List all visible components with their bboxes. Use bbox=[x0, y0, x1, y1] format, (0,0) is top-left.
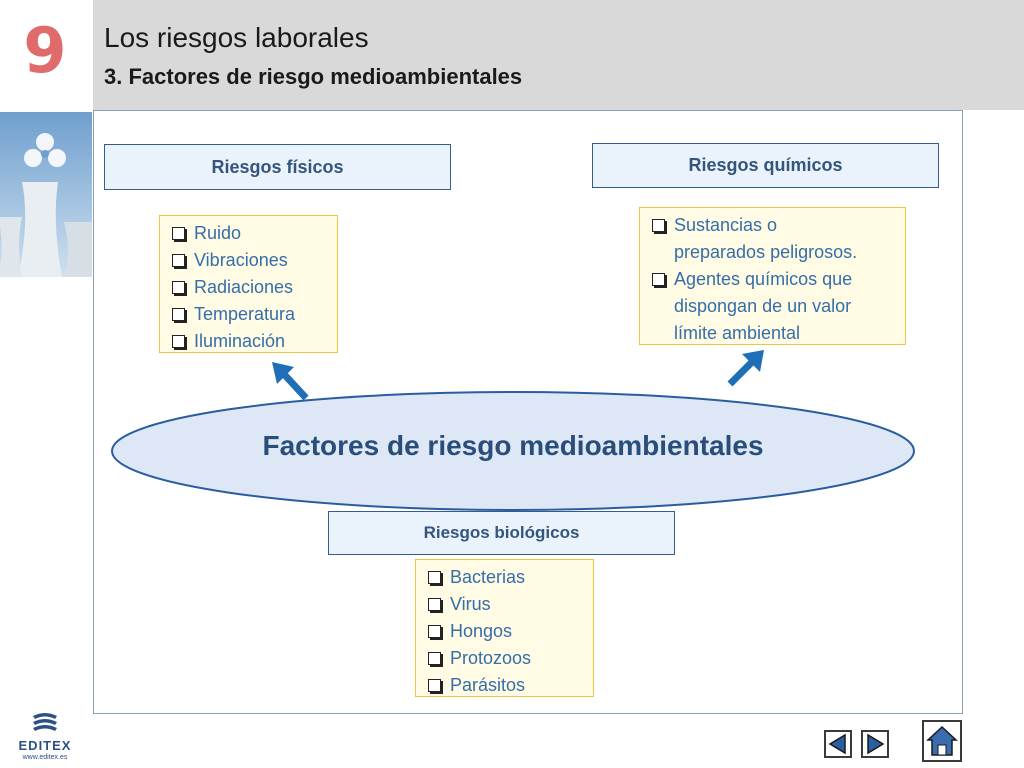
list-riesgos-quimicos: Sustancias o preparados peligrosos. Agen… bbox=[639, 207, 906, 345]
arrow-up-left-icon bbox=[272, 362, 309, 401]
list-item: Protozoos bbox=[428, 645, 587, 672]
logo-text: EDITEX bbox=[18, 738, 72, 753]
list-item: Temperatura bbox=[172, 301, 331, 328]
category-riesgos-fisicos: Riesgos físicos bbox=[104, 144, 451, 190]
central-ellipse bbox=[111, 391, 915, 511]
previous-slide-button[interactable] bbox=[824, 730, 852, 758]
checkbox-bullet-icon bbox=[428, 679, 441, 692]
chapter-badge: 9 bbox=[0, 0, 93, 110]
house-icon bbox=[926, 725, 958, 756]
triangle-left-icon bbox=[828, 733, 846, 755]
checkbox-bullet-icon bbox=[428, 571, 441, 584]
home-button[interactable] bbox=[922, 720, 962, 762]
list-riesgos-biologicos: Bacterias Virus Hongos Protozoos Parásit… bbox=[415, 559, 594, 697]
checkbox-bullet-icon bbox=[172, 254, 185, 267]
list-item: Sustancias o bbox=[652, 212, 899, 239]
next-slide-button[interactable] bbox=[861, 730, 889, 758]
arrow-up-right-icon bbox=[727, 350, 764, 387]
checkbox-bullet-icon bbox=[172, 227, 185, 240]
slide-title: Los riesgos laborales bbox=[104, 22, 369, 53]
list-item-continuation: dispongan de un valor bbox=[674, 296, 852, 316]
category-riesgos-quimicos: Riesgos químicos bbox=[592, 143, 939, 188]
chapter-number: 9 bbox=[23, 14, 67, 87]
list-item-continuation: límite ambiental bbox=[674, 323, 801, 343]
slide-header bbox=[0, 0, 1024, 110]
cooling-towers-image bbox=[0, 112, 92, 277]
list-item: Vibraciones bbox=[172, 247, 331, 274]
checkbox-bullet-icon bbox=[172, 308, 185, 321]
list-item: Bacterias bbox=[428, 564, 587, 591]
logo-url: www.editex.es bbox=[22, 754, 68, 761]
central-topic-label: Factores de riesgo medioambientales bbox=[262, 430, 764, 461]
list-item: Hongos bbox=[428, 618, 587, 645]
list-item: Agentes químicos que bbox=[652, 266, 899, 293]
list-riesgos-fisicos: Ruido Vibraciones Radiaciones Temperatur… bbox=[159, 215, 338, 353]
checkbox-bullet-icon bbox=[428, 598, 441, 611]
slide-subtitle: 3. Factores de riesgo medioambientales bbox=[104, 64, 523, 89]
list-item: Iluminación bbox=[172, 328, 331, 355]
list-item: Virus bbox=[428, 591, 587, 618]
category-label: Riesgos biológicos bbox=[423, 523, 580, 542]
category-riesgos-biologicos: Riesgos biológicos bbox=[328, 511, 675, 555]
list-item: Parásitos bbox=[428, 672, 587, 699]
triangle-right-icon bbox=[867, 733, 885, 755]
checkbox-bullet-icon bbox=[652, 273, 665, 286]
checkbox-bullet-icon bbox=[652, 219, 665, 232]
category-label: Riesgos químicos bbox=[688, 155, 843, 175]
checkbox-bullet-icon bbox=[172, 335, 185, 348]
checkbox-bullet-icon bbox=[172, 281, 185, 294]
checkbox-bullet-icon bbox=[428, 625, 441, 638]
checkbox-bullet-icon bbox=[428, 652, 441, 665]
category-label: Riesgos físicos bbox=[211, 156, 344, 177]
radiation-icon bbox=[24, 133, 66, 167]
editex-logo-icon bbox=[33, 713, 57, 731]
list-item: Radiaciones bbox=[172, 274, 331, 301]
list-item-continuation: preparados peligrosos. bbox=[674, 242, 858, 262]
editex-logo: EDITEX www.editex.es bbox=[14, 712, 76, 764]
list-item: Ruido bbox=[172, 220, 331, 247]
